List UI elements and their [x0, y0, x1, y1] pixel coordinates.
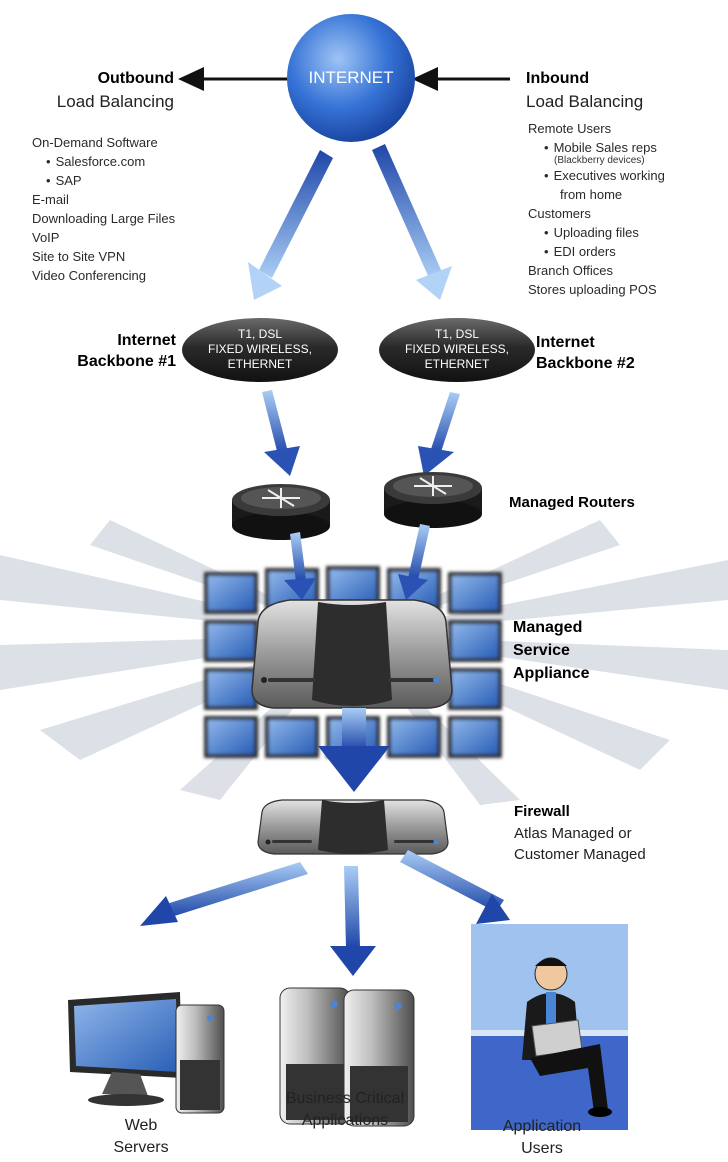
arrow-appliance-to-firewall [318, 708, 390, 792]
outbound-item: Site to Site VPN [32, 249, 126, 264]
backbone-1-line-2: FIXED WIRELESS, [207, 342, 313, 356]
arrow-to-router-1 [262, 390, 300, 476]
inbound-executives-2: from home [560, 187, 623, 202]
inbound-subtitle: Load Balancing [526, 92, 644, 111]
outbound-title: Outbound [97, 70, 174, 87]
internet-label: INTERNET [308, 68, 394, 87]
outbound-item: VoIP [32, 230, 60, 245]
web-server-icon [68, 992, 225, 1114]
inbound-uploading-files: Uploading files [528, 223, 665, 242]
arrow-to-users [400, 850, 510, 924]
appliance-label-1: Managed [513, 619, 583, 636]
bca-servers-icon [279, 987, 415, 1127]
arrow-to-backbone-1 [248, 150, 333, 300]
arrow-to-router-2 [418, 392, 460, 476]
outbound-item: On-Demand Software [32, 135, 158, 150]
inbound-title: Inbound [526, 70, 590, 87]
backbone-2-label-2: Backbone #2 [536, 355, 635, 372]
arrow-to-bca [330, 866, 376, 976]
inbound-list: Remote Users Mobile Sales reps (Blackber… [528, 119, 665, 299]
outbound-arrow [178, 67, 290, 91]
bca-caption: Business Critical Applications [270, 1088, 420, 1132]
arrow-router1-to-appliance [284, 532, 316, 600]
firewall-title: Firewall [514, 803, 570, 820]
users-line-1: Application [502, 1118, 582, 1135]
backbone-2-line-1: T1, DSL [434, 327, 479, 341]
arrow-router2-to-appliance [398, 524, 430, 600]
inbound-mobile-sales: Mobile Sales reps [528, 138, 665, 157]
service-appliance [251, 599, 453, 709]
appliance-label-2: Service [513, 642, 570, 659]
backbone-1-label-1: Internet [117, 332, 176, 349]
web-servers-line-1: Web [124, 1117, 158, 1134]
internet-globe [287, 14, 415, 142]
outbound-item: Downloading Large Files [32, 211, 176, 226]
inbound-edi-orders: EDI orders [528, 242, 665, 261]
backbone-1-line-3: ETHERNET [227, 357, 293, 371]
inbound-executives-1: Executives working [528, 166, 665, 185]
firewall-device [257, 799, 449, 855]
inbound-remote-users: Remote Users [528, 121, 612, 136]
backbone-2-pill-text: T1, DSL FIXED WIRELESS, ETHERNET [387, 327, 527, 372]
bca-line-2: Applications [301, 1112, 389, 1129]
users-line-2: Users [521, 1140, 563, 1157]
inbound-branch-offices: Branch Offices [528, 263, 614, 278]
outbound-subtitle: Load Balancing [56, 92, 174, 111]
router-1 [232, 484, 330, 540]
arrow-to-web-servers [140, 862, 308, 926]
backbone-2-line-3: ETHERNET [424, 357, 490, 371]
outbound-item: SAP [32, 171, 175, 190]
outbound-list: On-Demand SoftwareSalesforce.comSAP E-mai… [32, 133, 175, 285]
backbone-1-label-2: Backbone #1 [77, 353, 176, 370]
inbound-arrow [412, 67, 510, 91]
web-servers-caption: Web Servers [96, 1115, 186, 1159]
outbound-item: E-mail [32, 192, 69, 207]
arrow-to-backbone-2 [372, 144, 452, 300]
inbound-stores-pos: Stores uploading POS [528, 282, 657, 297]
firewall-line-2: Customer Managed [514, 846, 646, 863]
backbone-2-label-1: Internet [536, 334, 595, 351]
firewall-line-1: Atlas Managed or [514, 825, 632, 842]
web-servers-line-2: Servers [113, 1139, 169, 1156]
users-caption: Application Users [482, 1116, 602, 1160]
bca-line-1: Business Critical [285, 1090, 405, 1107]
router-2 [384, 472, 482, 528]
outbound-item: Salesforce.com [32, 152, 175, 171]
appliance-label-3: Appliance [513, 665, 590, 682]
backbone-1-pill [182, 318, 338, 382]
backbone-1-line-1: T1, DSL [237, 327, 282, 341]
backbone-1-pill-text: T1, DSL FIXED WIRELESS, ETHERNET [190, 327, 330, 372]
backbone-2-line-2: FIXED WIRELESS, [404, 342, 510, 356]
routers-label: Managed Routers [509, 494, 635, 511]
outbound-item: Video Conferencing [32, 268, 146, 283]
application-user-illustration [471, 924, 628, 1130]
backbone-2-pill [379, 318, 535, 382]
inbound-blackberry: (Blackberry devices) [554, 155, 645, 166]
inbound-customers: Customers [528, 206, 591, 221]
